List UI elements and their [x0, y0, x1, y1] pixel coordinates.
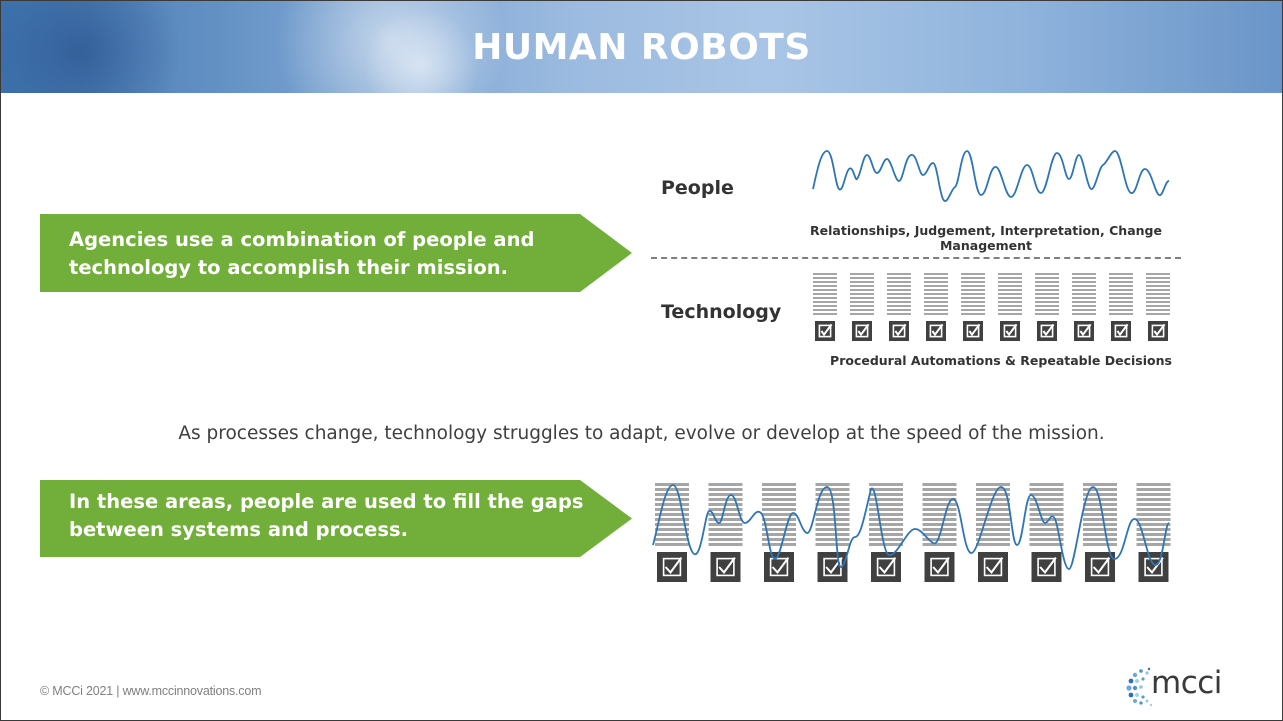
combined-wave	[652, 484, 1170, 570]
combined-block	[655, 483, 689, 582]
people-wave	[812, 150, 1170, 202]
technology-caption: Procedural Automations & Repeatable Deci…	[830, 353, 1172, 368]
page-title: HUMAN ROBOTS	[472, 27, 811, 68]
technology-block	[998, 273, 1022, 341]
mcci-logo-icon	[1126, 667, 1153, 707]
combined-block	[1083, 483, 1117, 582]
technology-block	[850, 273, 874, 341]
technology-label: Technology	[661, 301, 782, 323]
technology-block	[924, 273, 948, 341]
mcci-logo-text: mcci	[1151, 665, 1222, 701]
combined-block	[1029, 483, 1064, 582]
header-banner: HUMAN ROBOTS	[1, 1, 1282, 93]
combined-block	[708, 483, 743, 582]
people-caption: Relationships, Judgement, Interpretation…	[810, 223, 1162, 253]
technology-block	[887, 273, 911, 341]
combined-block	[1136, 483, 1171, 582]
technology-block	[1035, 273, 1059, 341]
footer-copyright: © MCCi 2021 | www.mccinnovations.com	[40, 684, 262, 698]
combined-block	[869, 483, 903, 582]
combined-block	[922, 483, 957, 582]
dashed-divider	[651, 257, 1181, 259]
arrow-banner-gaps: In these areas, people are used to fill …	[40, 480, 632, 557]
technology-blocks	[813, 273, 1170, 341]
arrow-banner-agencies: Agencies use a combination of people and…	[40, 214, 632, 292]
statement-text: As processes change, technology struggle…	[178, 423, 1105, 444]
combined-block	[762, 483, 796, 582]
people-label: People	[661, 177, 734, 199]
technology-block	[961, 273, 985, 341]
technology-block	[1146, 273, 1170, 341]
technology-block	[1072, 273, 1096, 341]
combined-blocks-wave	[652, 483, 1171, 582]
technology-block	[1109, 273, 1133, 341]
combined-block	[976, 483, 1010, 582]
technology-block	[813, 273, 837, 341]
